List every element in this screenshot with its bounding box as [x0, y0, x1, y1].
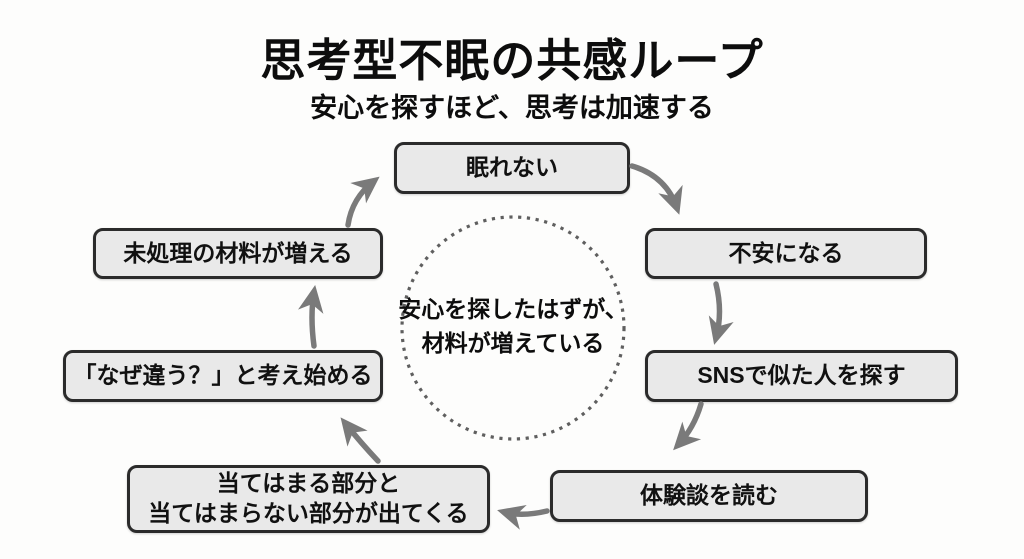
arrow-why-to-unprocessed-icon	[298, 284, 324, 349]
step-label-line2: 当てはまらない部分が出てくる	[148, 500, 469, 526]
arrow-unprocessed-to-sleep-icon	[345, 176, 380, 228]
step-box-why-different: 「なぜ違う？」と考え始める	[63, 350, 383, 402]
step-label: 眠れない	[466, 154, 558, 181]
arrow-sleep-to-anxious-icon	[629, 163, 683, 215]
step-label: 未処理の材料が増える	[123, 239, 353, 266]
step-box-become-anxious: 不安になる	[645, 228, 927, 279]
page-subtitle: 安心を探すほど、思考は加速する	[310, 93, 714, 123]
step-box-partial-match: 当てはまる部分と 当てはまらない部分が出てくる	[127, 465, 490, 533]
step-label: 不安になる	[728, 239, 844, 266]
step-box-read-testimonials: 体験談を読む	[550, 470, 868, 522]
step-box-search-sns: SNSで似た人を探す	[645, 350, 958, 402]
arrow-testimonials-to-match-icon	[497, 504, 550, 530]
center-note: 安心を探したはずが、 材料が増えている	[388, 292, 638, 360]
arrow-match-to-why-icon	[340, 417, 381, 464]
step-label-line1: 当てはまる部分と	[216, 470, 401, 497]
page-title: 思考型不眠の共感ループ	[260, 35, 764, 86]
step-label: 体験談を読む	[640, 482, 778, 509]
center-note-line1: 安心を探したはずが、	[398, 296, 628, 322]
step-box-unprocessed-material: 未処理の材料が増える	[93, 228, 383, 279]
step-label: 「なぜ違う？」と考え始める	[73, 362, 373, 389]
step-box-cannot-sleep: 眠れない	[394, 142, 630, 194]
arrow-sns-to-testimonials-icon	[673, 401, 704, 451]
center-note-line2: 材料が増えている	[421, 330, 605, 356]
arrow-anxious-to-sns-icon	[708, 281, 734, 345]
step-label: SNSで似た人を探す	[697, 362, 906, 389]
